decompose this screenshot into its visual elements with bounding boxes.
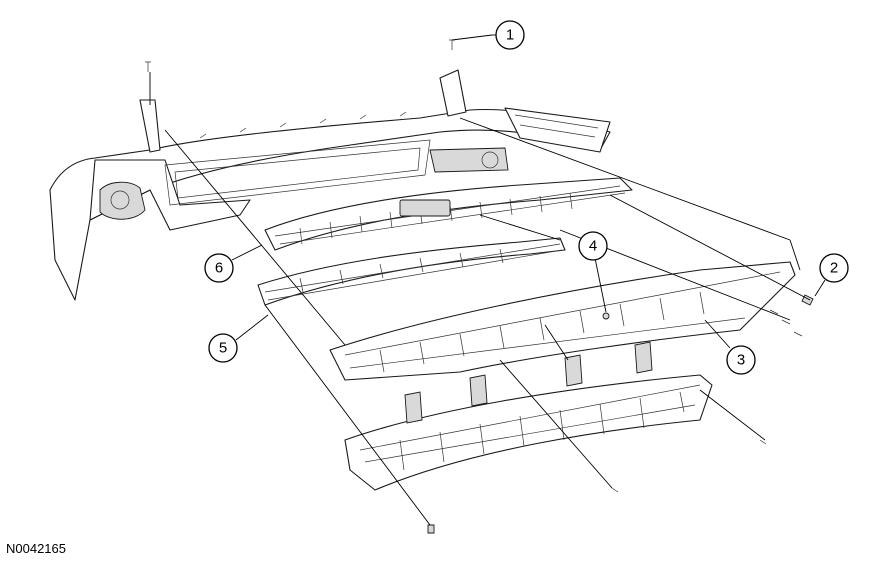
callout-2: 2 [819,253,849,283]
callout-1-label: 1 [506,27,514,44]
callout-leaders [231,34,826,349]
lower-grille [257,237,566,306]
bumper-cover [49,69,611,301]
callout-3: 3 [726,345,756,375]
upper-grille [264,177,633,251]
callout-2-label: 2 [830,260,838,277]
callout-5-label: 5 [219,340,227,357]
lower-skirt [344,341,713,491]
callout-6-label: 6 [215,260,223,277]
callout-4: 4 [578,231,608,261]
callout-3-label: 3 [737,352,745,369]
callout-5: 5 [208,333,238,363]
callout-1: 1 [495,20,525,50]
callout-4-label: 4 [589,238,597,255]
figure-id: N0042165 [6,541,66,556]
callout-6: 6 [204,253,234,283]
energy-absorber [329,261,796,381]
